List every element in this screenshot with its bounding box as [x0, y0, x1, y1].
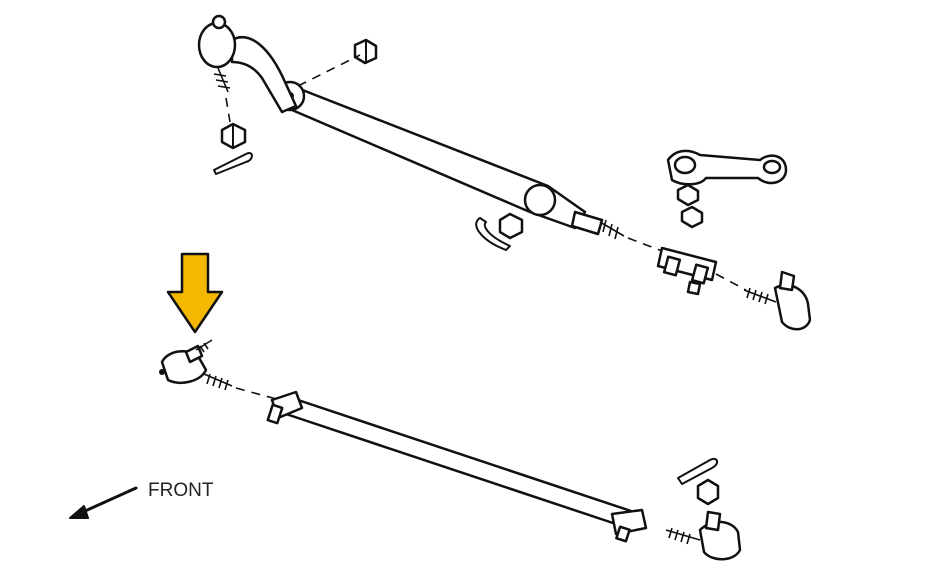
upper-middle-cotter-pin	[475, 217, 511, 251]
highlight-arrow	[166, 252, 224, 334]
upper-left-guide-line	[225, 97, 231, 123]
upper-left-ball-joint	[197, 14, 298, 114]
front-label: FRONT	[148, 480, 214, 501]
lower-right-cotter-pin	[677, 458, 718, 485]
lower-left-guide-line	[235, 387, 281, 401]
lower-right-tie-rod-end	[665, 510, 742, 561]
upper-center-nut	[353, 38, 378, 65]
tie-rod-tube	[266, 390, 648, 543]
tie-rod-assembly	[159, 339, 742, 561]
highlighted-tie-rod-end	[159, 339, 233, 391]
upper-left-cotter-pin	[213, 152, 253, 175]
upper-adjusting-sleeve	[656, 246, 718, 296]
center-link-bar	[274, 80, 587, 230]
front-arrow-icon	[69, 505, 89, 519]
upper-left-nut	[220, 122, 247, 150]
upper-center-guide-line	[297, 54, 361, 87]
lower-right-nut	[696, 478, 720, 506]
front-direction-indicator: FRONT	[69, 480, 214, 519]
upper-right-tie-rod-end	[743, 270, 812, 331]
upper-middle-nut	[498, 212, 524, 240]
center-link-assembly	[197, 14, 812, 331]
upper-sleeve-guide-line	[715, 273, 747, 291]
idler-arm	[666, 149, 788, 229]
center-link-threaded-end	[570, 210, 625, 240]
